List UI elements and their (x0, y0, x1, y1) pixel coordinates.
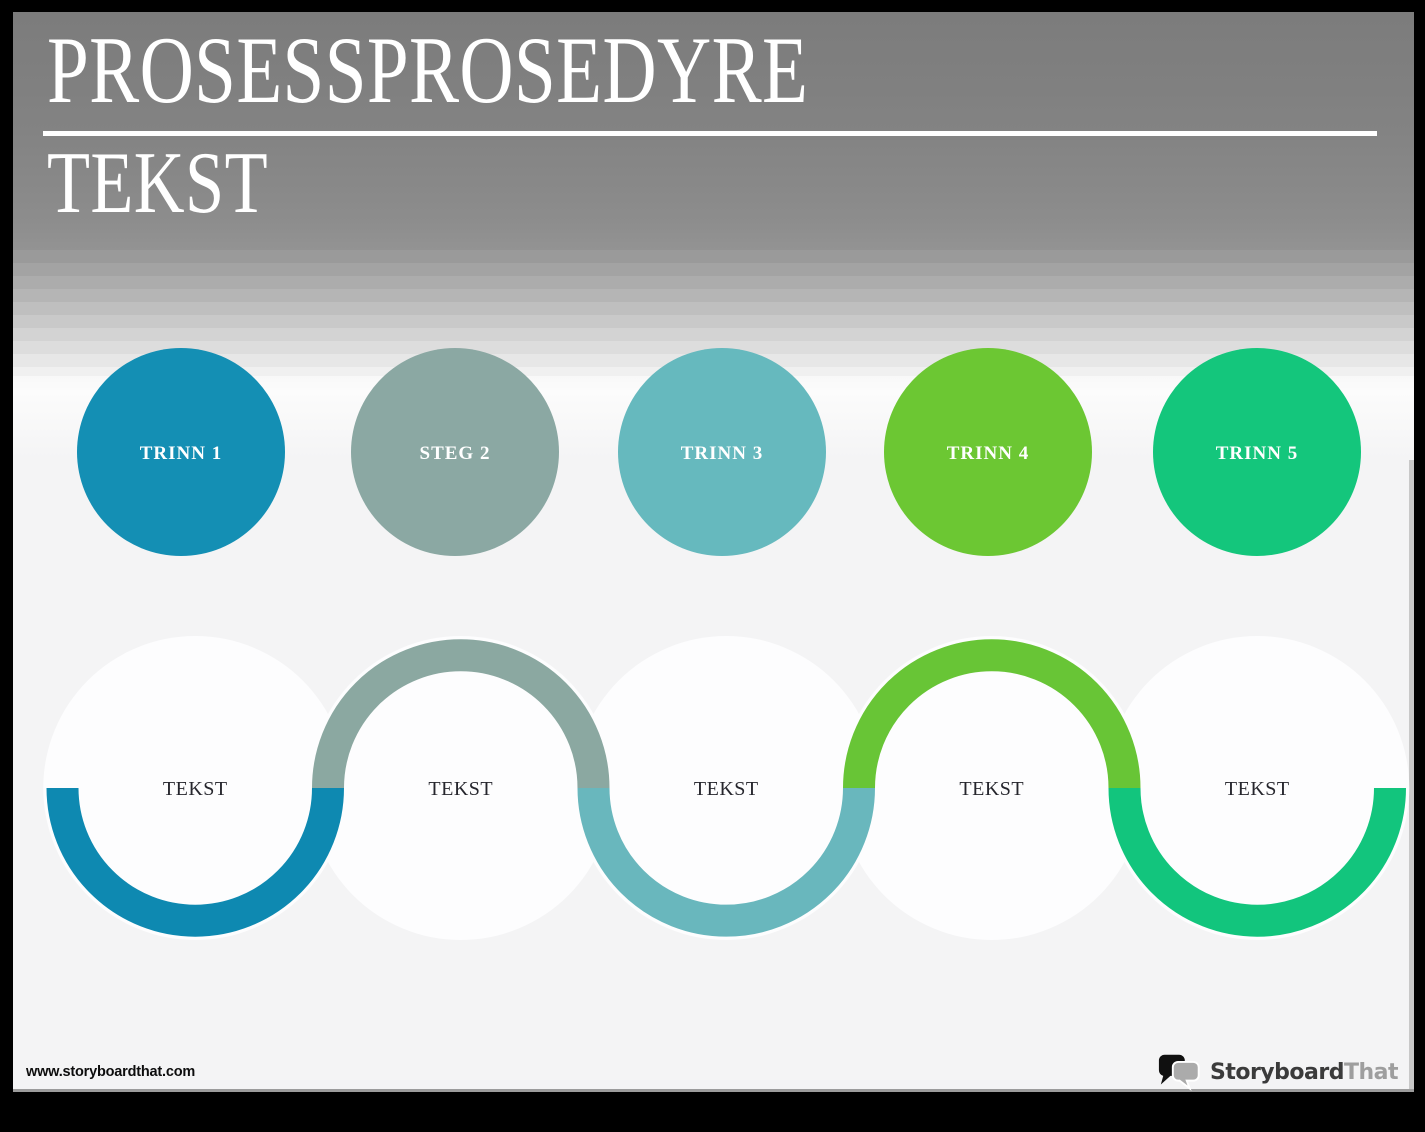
step-label-1: TRINN 1 (140, 443, 222, 464)
step-circle-4 (884, 348, 1092, 556)
step-circle-2 (351, 348, 559, 556)
node-halo (43, 636, 348, 940)
wave-segment-5 (1108, 787, 1406, 937)
step-label-4: TRINN 4 (947, 443, 1029, 464)
node-halo (308, 636, 613, 940)
step-label-3: TRINN 3 (681, 443, 763, 464)
logo-text-primary: Storyboard (1209, 1059, 1344, 1085)
step-label-2: STEG 2 (420, 443, 491, 464)
node-label-5: TEKST (1225, 778, 1290, 800)
logo-text-secondary: That (1343, 1059, 1399, 1085)
header-banner: PROSESSPROSEDYRE TEKST (13, 12, 1414, 390)
step-circle-1 (77, 348, 285, 556)
wave-segment-1 (46, 787, 344, 937)
step-label-5: TRINN 5 (1216, 443, 1298, 464)
page-subtitle: TEKST (47, 135, 269, 232)
wave-segment-4 (843, 639, 1141, 789)
node-halo (1105, 636, 1410, 940)
node-label-4: TEKST (959, 778, 1024, 800)
page-title: PROSESSPROSEDYRE (47, 17, 809, 123)
node-halo (574, 636, 879, 940)
step-circle-3 (618, 348, 826, 556)
node-label-2: TEKST (428, 778, 493, 800)
node-halo (839, 636, 1144, 940)
title-divider (43, 131, 1377, 136)
step-circle-5 (1153, 348, 1361, 556)
node-label-1: TEKST (163, 778, 228, 800)
storyboardthat-logo: StoryboardThat (1157, 1050, 1399, 1094)
logo-text: StoryboardThat (1209, 1059, 1399, 1085)
speech-bubbles-icon (1158, 1054, 1200, 1091)
node-label-3: TEKST (694, 778, 759, 800)
wave-segment-3 (577, 787, 875, 937)
website-url: www.storyboardthat.com (26, 1064, 196, 1080)
speech-bubble-gray (1171, 1060, 1200, 1091)
poster-card: PROSESSPROSEDYRE TEKST TEKST TEKST TEKST… (13, 12, 1414, 1092)
wave-segment-2 (312, 639, 610, 789)
